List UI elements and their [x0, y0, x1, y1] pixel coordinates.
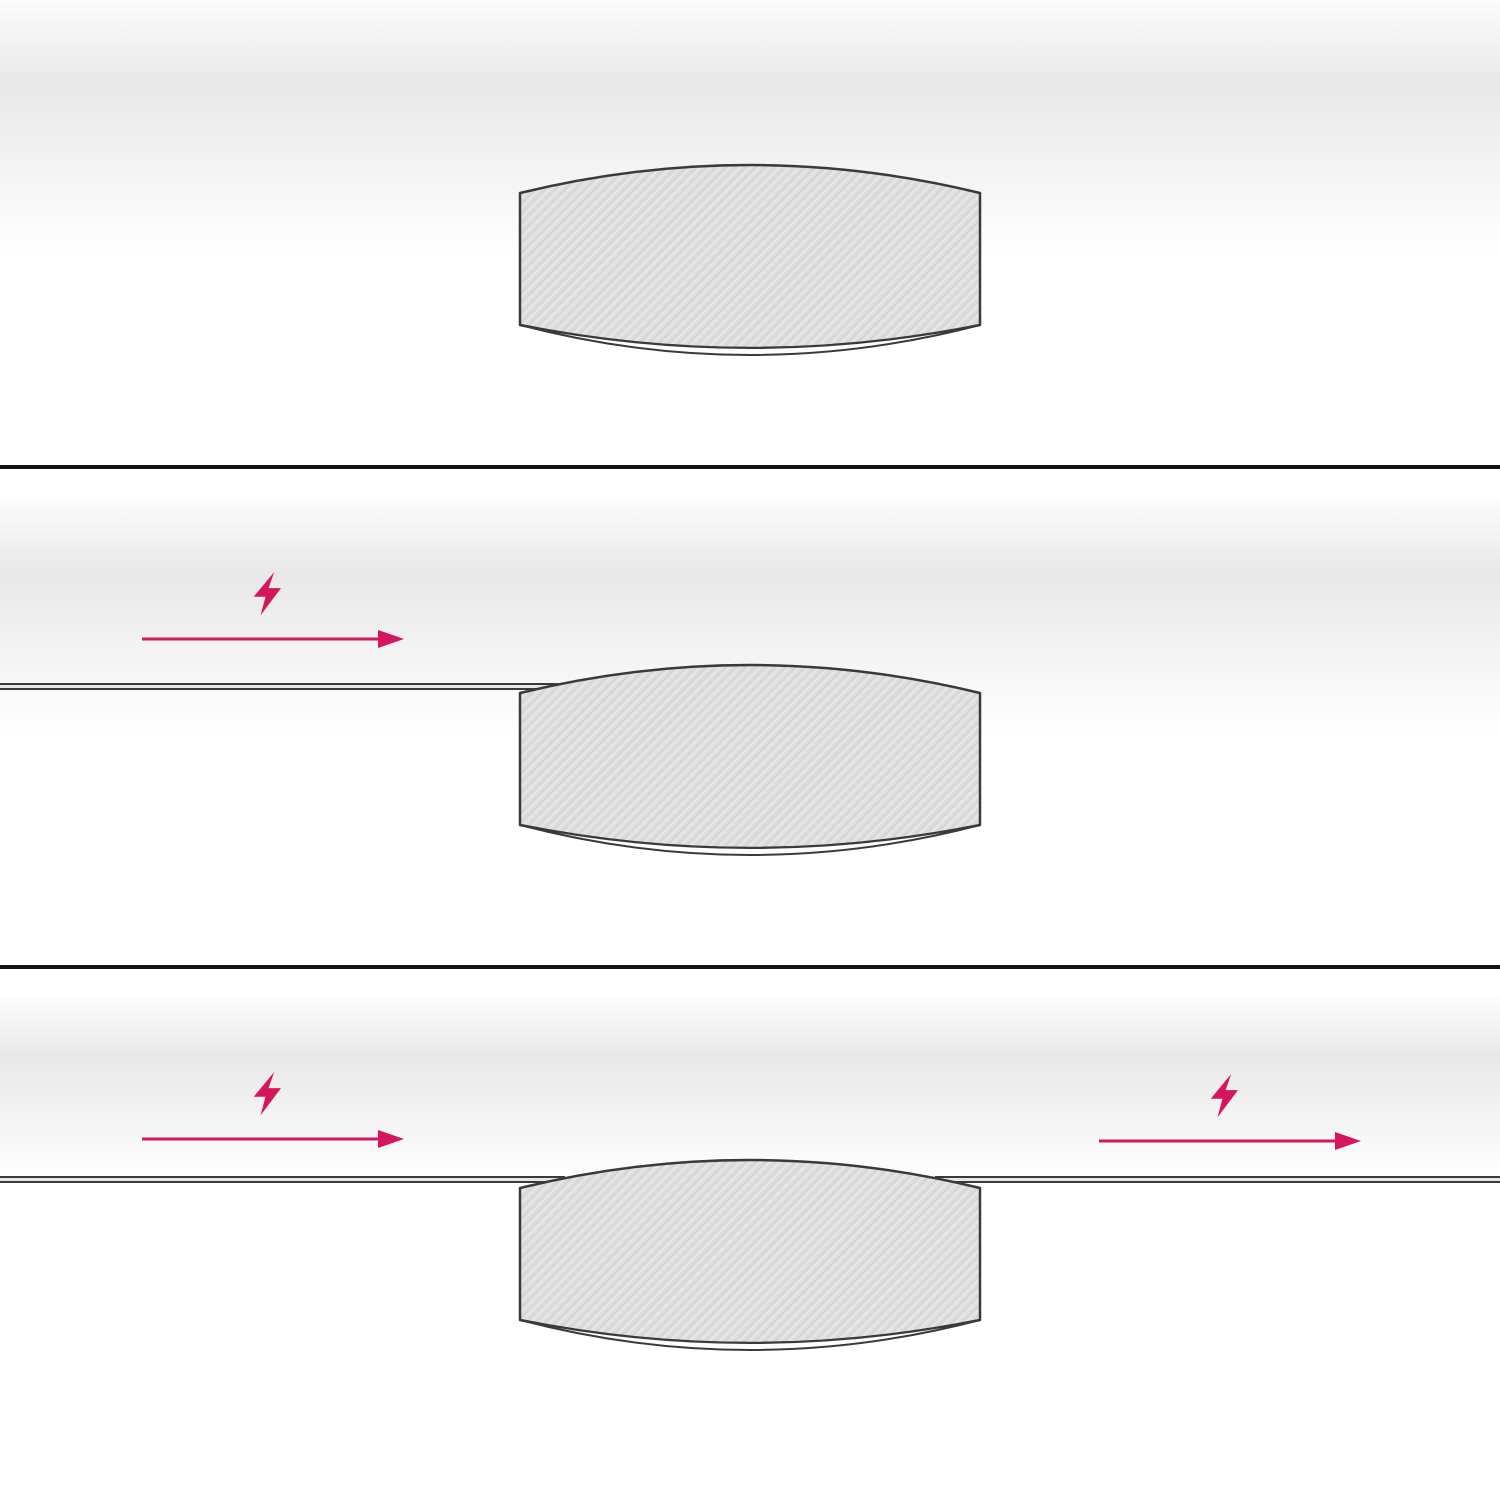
panel-power-pass-through	[0, 965, 1500, 1500]
drum-lampshade-graphic	[518, 163, 982, 356]
lampshade-body	[518, 163, 982, 350]
lightning-bolt-icon	[253, 1071, 281, 1116]
lampshade-diffuser	[519, 824, 981, 856]
separator-line	[0, 465, 1500, 469]
current-flow-graphic	[1099, 1073, 1361, 1150]
lightning-bolt-icon	[253, 571, 281, 616]
lampshade-body	[518, 1158, 982, 1345]
current-flow-indicator-right	[1095, 1067, 1365, 1157]
right-arrow-icon	[378, 630, 404, 648]
power-cable-right	[935, 1176, 1500, 1183]
drum-lampshade	[510, 1130, 990, 1380]
drum-lampshade-graphic	[518, 1158, 982, 1351]
power-cable-left	[0, 1176, 565, 1183]
current-flow-indicator-left	[138, 1065, 408, 1155]
lightning-bolt-icon	[1210, 1073, 1238, 1118]
drum-lampshade-graphic	[518, 663, 982, 856]
current-flow-graphic	[142, 1071, 404, 1148]
lampshade-diffuser	[519, 1319, 981, 1351]
right-arrow-icon	[1335, 1132, 1361, 1150]
drum-lampshade	[510, 635, 990, 885]
current-flow-indicator-left	[138, 565, 408, 655]
ceiling-gradient	[0, 998, 1500, 1182]
panel-power-feed-left	[0, 465, 1500, 965]
separator-line	[0, 965, 1500, 969]
lampshade-diffuser	[519, 324, 981, 356]
panel-shade-no-cable	[0, 0, 1500, 465]
drum-lampshade	[510, 135, 990, 385]
power-cable-left	[0, 683, 565, 690]
lampshade-body	[518, 663, 982, 850]
right-arrow-icon	[378, 1130, 404, 1148]
current-flow-graphic	[142, 571, 404, 648]
